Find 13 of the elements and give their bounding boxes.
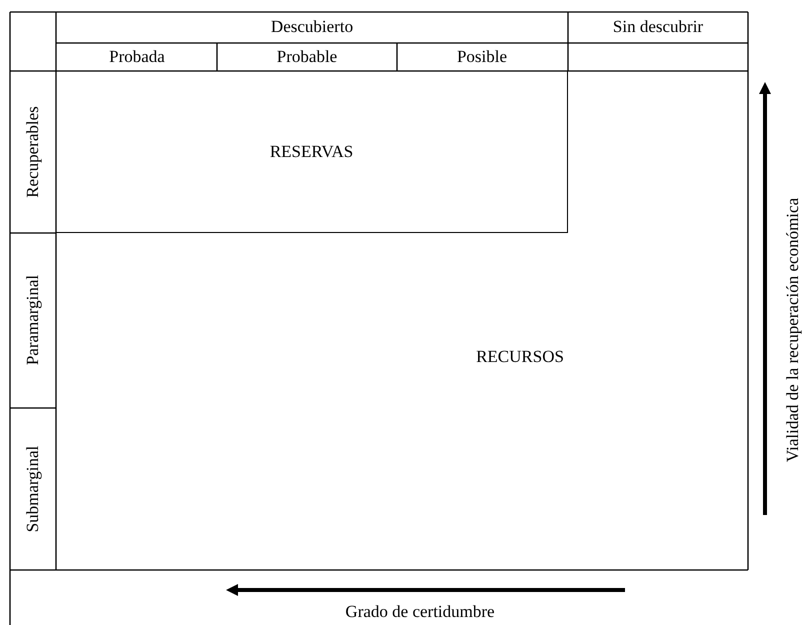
column-header: Sin descubrir: [612, 17, 704, 37]
row-header: Submarginal: [23, 446, 43, 532]
region-label: RESERVAS: [270, 142, 354, 162]
row-header: Recuperables: [23, 106, 43, 198]
column-header: Posible: [456, 47, 508, 67]
region-label: RECURSOS: [476, 347, 564, 367]
column-header: Descubierto: [270, 17, 354, 37]
axis-label: Vialidad de la recuperación económica: [783, 198, 803, 462]
column-header: Probable: [276, 47, 338, 67]
row-header: Paramarginal: [23, 274, 43, 366]
reserves-box: [56, 71, 568, 233]
column-header: Probada: [109, 47, 165, 67]
axis-label: Grado de certidumbre: [345, 602, 495, 622]
